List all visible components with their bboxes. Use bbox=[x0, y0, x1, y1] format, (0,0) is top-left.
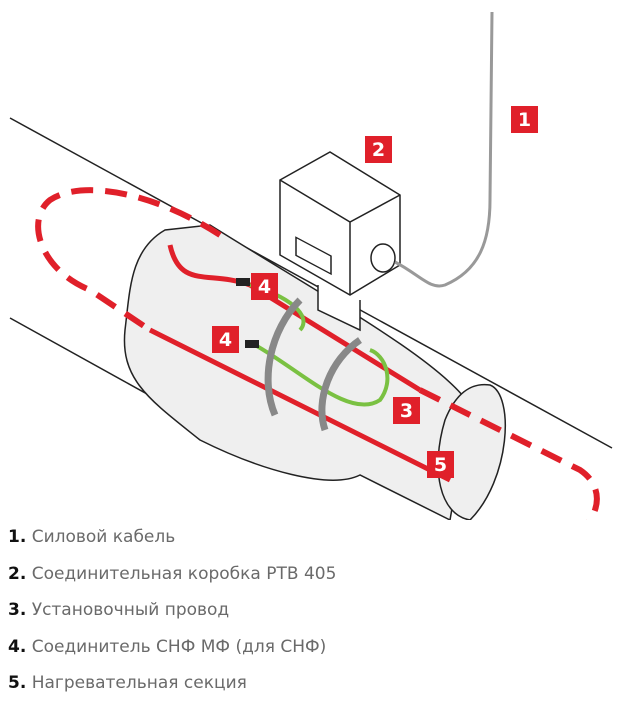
legend-item: 3. Установочный провод bbox=[8, 600, 230, 620]
heating-cable-dashed bbox=[35, 187, 222, 333]
connector bbox=[236, 278, 250, 286]
label-4b: 4 bbox=[212, 326, 239, 353]
cable-gland bbox=[370, 243, 396, 273]
label-3: 3 bbox=[393, 397, 420, 424]
label-2: 2 bbox=[365, 136, 392, 163]
legend-item: 5. Нагревательная секция bbox=[8, 673, 247, 693]
pipe-top-edge bbox=[9, 117, 613, 449]
clamp bbox=[264, 297, 303, 417]
legend-item: 2. Соединительная коробка PTB 405 bbox=[8, 563, 337, 584]
legend-item: 1. Силовой кабель bbox=[8, 527, 176, 547]
legend-item: 4. Соединитель СНФ МФ (для СНФ) bbox=[8, 636, 327, 657]
pipe-heating-illustration bbox=[9, 11, 613, 520]
power-cable bbox=[394, 11, 494, 288]
legend: 1. Силовой кабель 2. Соединительная коро… bbox=[8, 527, 336, 707]
label-1: 1 bbox=[511, 106, 538, 133]
connector bbox=[245, 340, 259, 348]
label-4a: 4 bbox=[251, 273, 278, 300]
clamp bbox=[318, 337, 363, 432]
junction-box bbox=[279, 151, 401, 296]
label-5: 5 bbox=[427, 451, 454, 478]
heating-cable bbox=[148, 327, 452, 483]
heating-cable-dashed-far bbox=[418, 387, 600, 520]
pipe-end-ring bbox=[437, 383, 506, 520]
box-bracket bbox=[317, 285, 361, 332]
